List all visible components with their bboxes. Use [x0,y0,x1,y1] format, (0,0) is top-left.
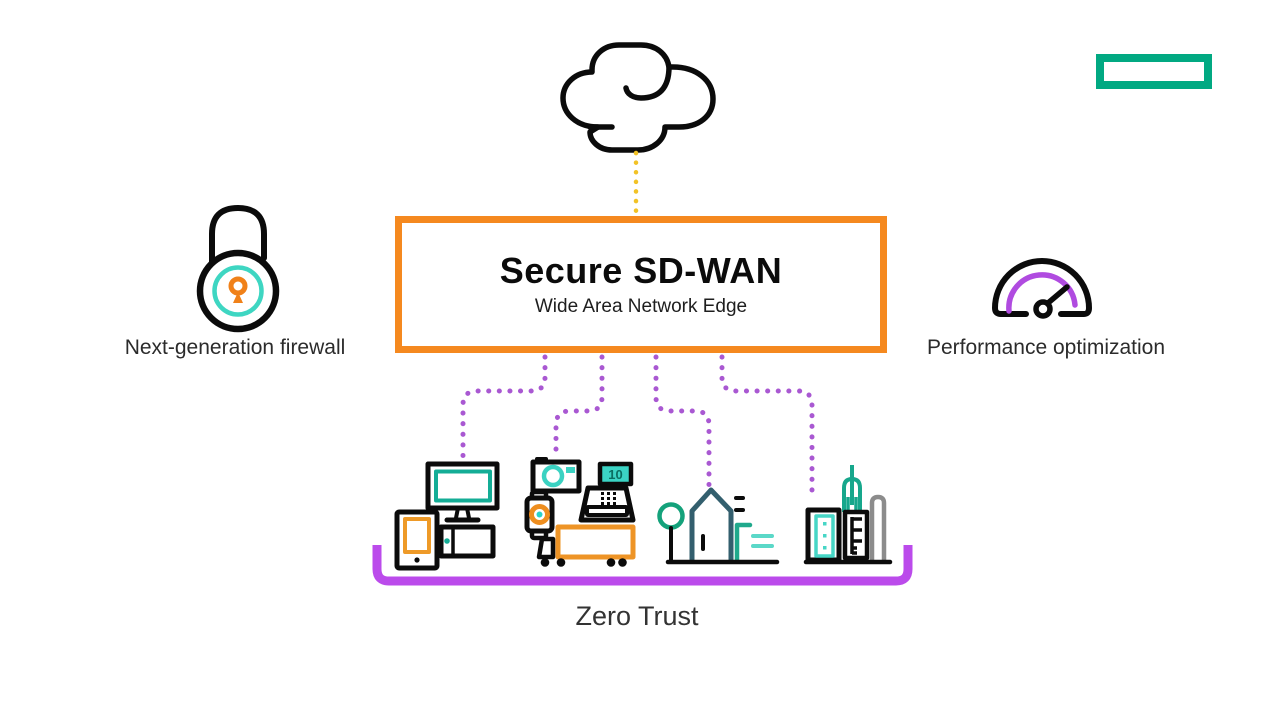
padlock-teal-ring [212,265,264,317]
register-slot [585,505,629,517]
camera-lens [541,464,565,488]
hpe-element-logo-icon [1096,54,1212,89]
gauge-arc [1006,272,1078,314]
firewall-label: Next-generation firewall [124,336,346,359]
monitor-screen [434,469,492,503]
branch-link-1 [460,354,548,461]
office-building-lights [823,522,827,550]
ladder-building-e [850,517,862,555]
speedometer-icon [992,258,1092,319]
gray-building-icon [869,494,887,560]
keyhole-stem [233,292,243,303]
performance-label: Performance optimization [926,336,1166,359]
cloud-icon [560,42,716,153]
sdwan-box: Secure SD-WAN Wide Area Network Edge [395,216,887,353]
branch-link-4 [719,354,815,502]
monitor-stand [454,507,471,519]
gauge-needle [1045,284,1070,306]
sdwan-title: Secure SD-WAN [499,250,783,292]
house-dashes [734,496,745,512]
camera-flash [566,467,575,473]
gauge-pivot [1033,299,1053,319]
device-group-retail: 10 [524,457,636,567]
tree-icon [657,502,685,530]
truck-icon [536,536,556,560]
register-keypad [601,492,616,505]
watch-dot [536,511,543,518]
device-group-city [803,465,893,565]
register-display-value: 10 [608,467,622,482]
zero-trust-label: Zero Trust [575,601,699,631]
sdwan-subtitle: Wide Area Network Edge [534,295,748,317]
fence-corner [734,522,753,563]
padlock-icon [196,204,280,333]
truck-trailer [555,524,636,560]
branch-links [460,354,815,502]
branch-link-2 [553,354,605,461]
branch-link-3 [653,354,712,489]
house-icon [689,487,734,563]
register-display [597,461,634,487]
antenna-tower-icon [842,465,862,512]
gauge-outline [992,258,1092,317]
tablet-screen [403,517,431,554]
tablet-home-button [414,557,420,563]
padlock-shackle [209,204,267,265]
device-group-computers [394,461,500,571]
fence-rails [751,534,774,548]
desktop-led [444,538,450,544]
truck-wheels [540,558,627,567]
device-group-home [657,487,780,565]
cloud-link-dotted-line [633,150,639,216]
zero-trust-bracket [372,545,913,586]
